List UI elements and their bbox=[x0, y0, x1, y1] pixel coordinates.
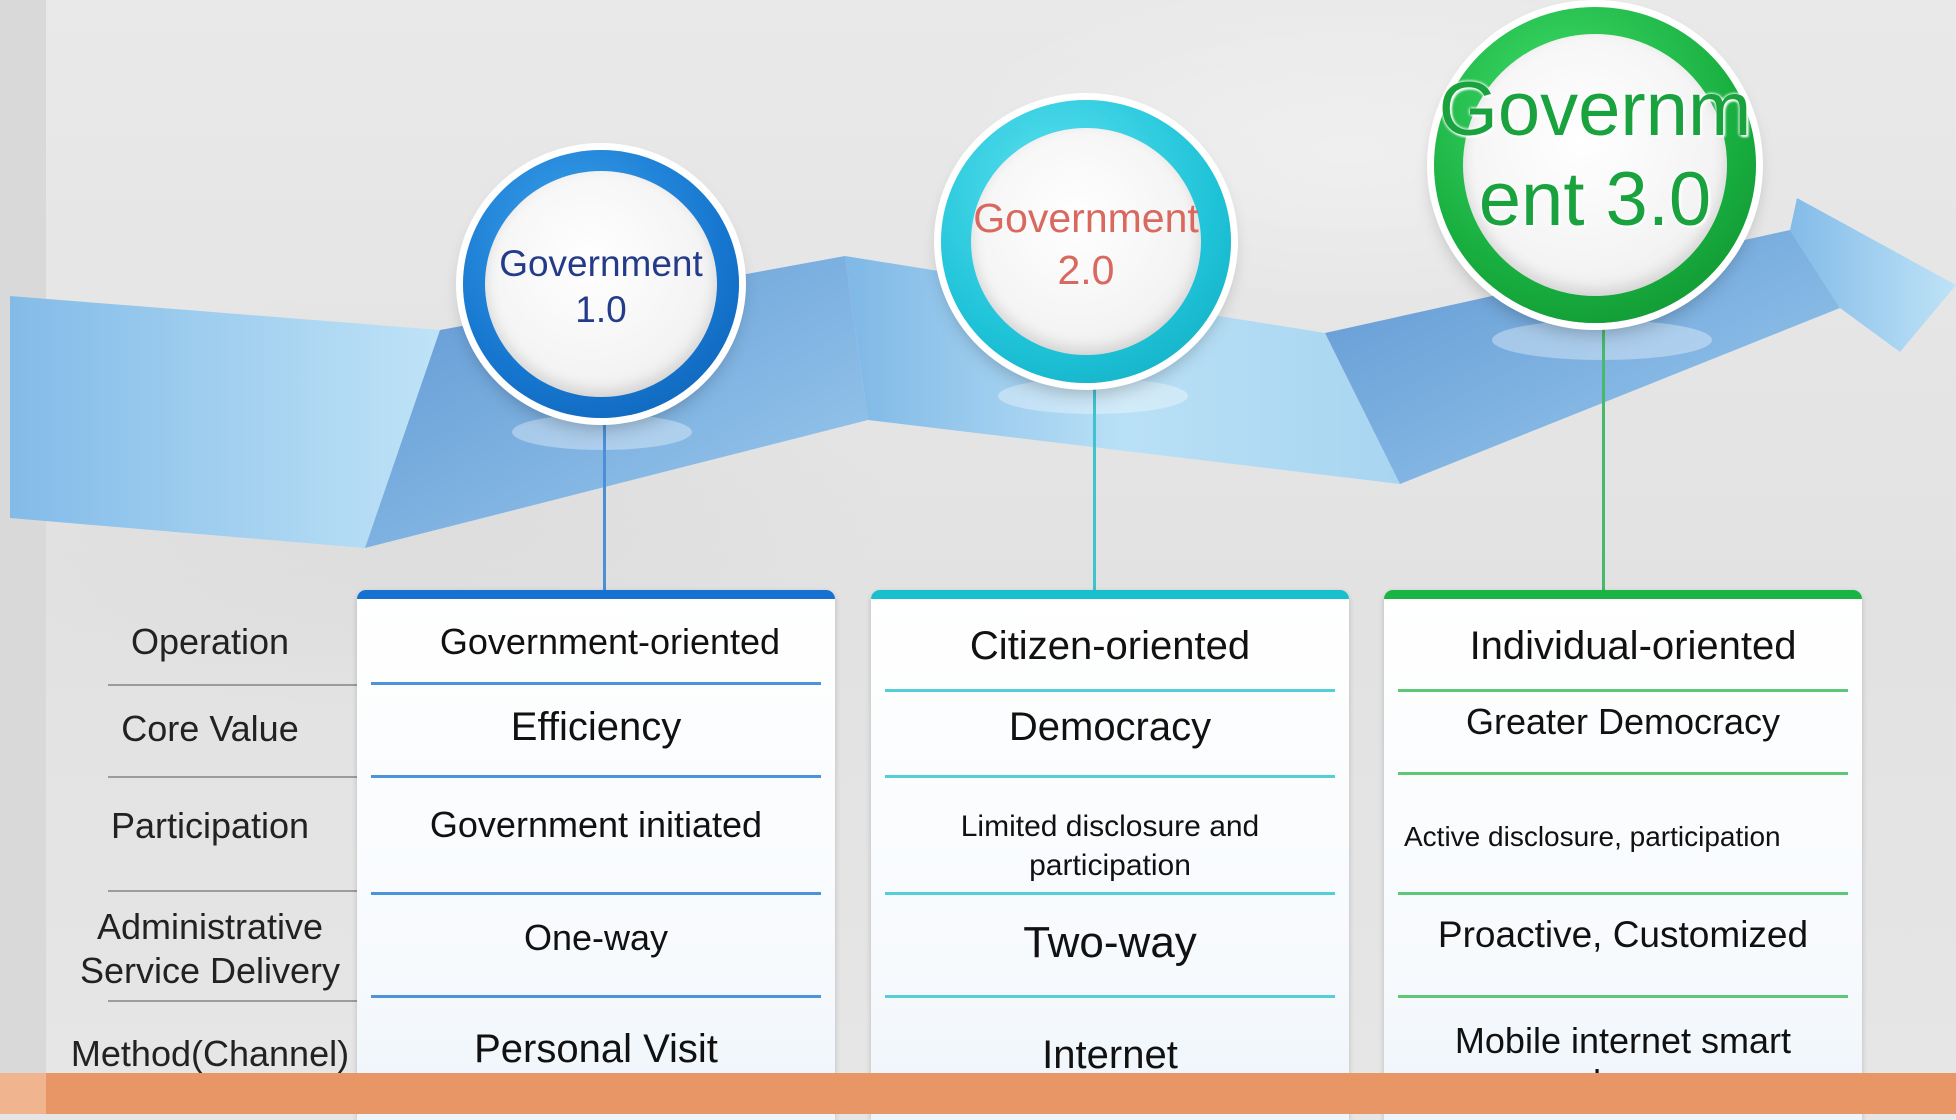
row-divider bbox=[108, 890, 360, 892]
row-label-operation: Operation bbox=[130, 621, 290, 662]
ribbon-segment-1 bbox=[10, 296, 440, 548]
row-label-participation: Participation bbox=[110, 805, 310, 846]
cell-divider bbox=[371, 995, 821, 998]
row-divider bbox=[108, 776, 360, 778]
ribbon-segment-4 bbox=[1325, 230, 1840, 484]
cell-divider bbox=[885, 995, 1335, 998]
cell-operation: Individual-oriented bbox=[1469, 624, 1797, 668]
cell-divider bbox=[1398, 995, 1848, 998]
footer-band bbox=[0, 1073, 1956, 1114]
cell-participation: Active disclosure, participation bbox=[1404, 821, 1781, 852]
cell-divider bbox=[1398, 772, 1848, 775]
cell-core-value: Greater Democracy bbox=[1465, 701, 1781, 742]
cell-operation: Government-oriented bbox=[439, 621, 781, 662]
cell-divider bbox=[885, 892, 1335, 895]
cell-participation: Limited disclosure and participation bbox=[960, 810, 1260, 882]
cell-delivery: Proactive, Customized bbox=[1437, 914, 1809, 955]
cell-participation: Government initiated bbox=[429, 804, 763, 845]
milestone-government-1: Government 1.0 bbox=[463, 150, 739, 418]
cell-core-value: Democracy bbox=[1008, 705, 1212, 749]
row-labels: Operation Core Value Participation Admin… bbox=[40, 600, 380, 1080]
cell-divider bbox=[1398, 689, 1848, 692]
connector-3 bbox=[1602, 318, 1605, 590]
connector-1 bbox=[603, 412, 606, 590]
cell-delivery: Two-way bbox=[1023, 918, 1197, 967]
milestone-government-3: Governm ent 3.0 bbox=[1434, 7, 1756, 323]
milestone-government-2: Government 2.0 bbox=[941, 100, 1231, 383]
cell-core-value: Efficiency bbox=[510, 705, 682, 749]
connector-2 bbox=[1093, 378, 1096, 590]
cell-operation: Citizen-oriented bbox=[969, 624, 1251, 668]
column-government-3: Individual-oriented Greater Democracy Ac… bbox=[1384, 590, 1862, 1120]
milestone-label: Governm ent 3.0 bbox=[1438, 67, 1752, 242]
row-divider bbox=[108, 1000, 360, 1002]
shadow-1 bbox=[512, 414, 692, 450]
row-label-channel: Method(Channel) bbox=[70, 1033, 350, 1074]
cell-divider bbox=[1398, 892, 1848, 895]
column-header-bar bbox=[871, 590, 1349, 599]
row-label-core-value: Core Value bbox=[121, 708, 299, 749]
row-divider bbox=[108, 684, 360, 686]
left-margin-strip bbox=[0, 0, 46, 1114]
cell-divider bbox=[885, 775, 1335, 778]
cell-channel: Internet bbox=[1042, 1033, 1178, 1077]
cell-delivery: One-way bbox=[523, 917, 669, 958]
cell-channel: Personal Visit bbox=[474, 1027, 718, 1071]
milestone-label: Government 2.0 bbox=[973, 194, 1199, 293]
cell-divider bbox=[371, 892, 821, 895]
column-government-2: Citizen-oriented Democracy Limited discl… bbox=[871, 590, 1349, 1120]
milestone-face bbox=[971, 128, 1201, 355]
cell-divider bbox=[371, 775, 821, 778]
cell-divider bbox=[885, 689, 1335, 692]
milestone-label: Government 1.0 bbox=[499, 243, 703, 330]
footer-band-corner bbox=[0, 1073, 46, 1114]
milestone-face bbox=[1463, 34, 1727, 296]
cell-divider bbox=[371, 682, 821, 685]
column-header-bar bbox=[1384, 590, 1862, 599]
column-header-bar bbox=[357, 590, 835, 599]
row-label-delivery: Administrative Service Delivery bbox=[79, 906, 341, 991]
milestone-face bbox=[485, 171, 717, 397]
ribbon-arrowhead bbox=[1790, 198, 1956, 352]
column-government-1: Government-oriented Efficiency Governmen… bbox=[357, 590, 835, 1120]
